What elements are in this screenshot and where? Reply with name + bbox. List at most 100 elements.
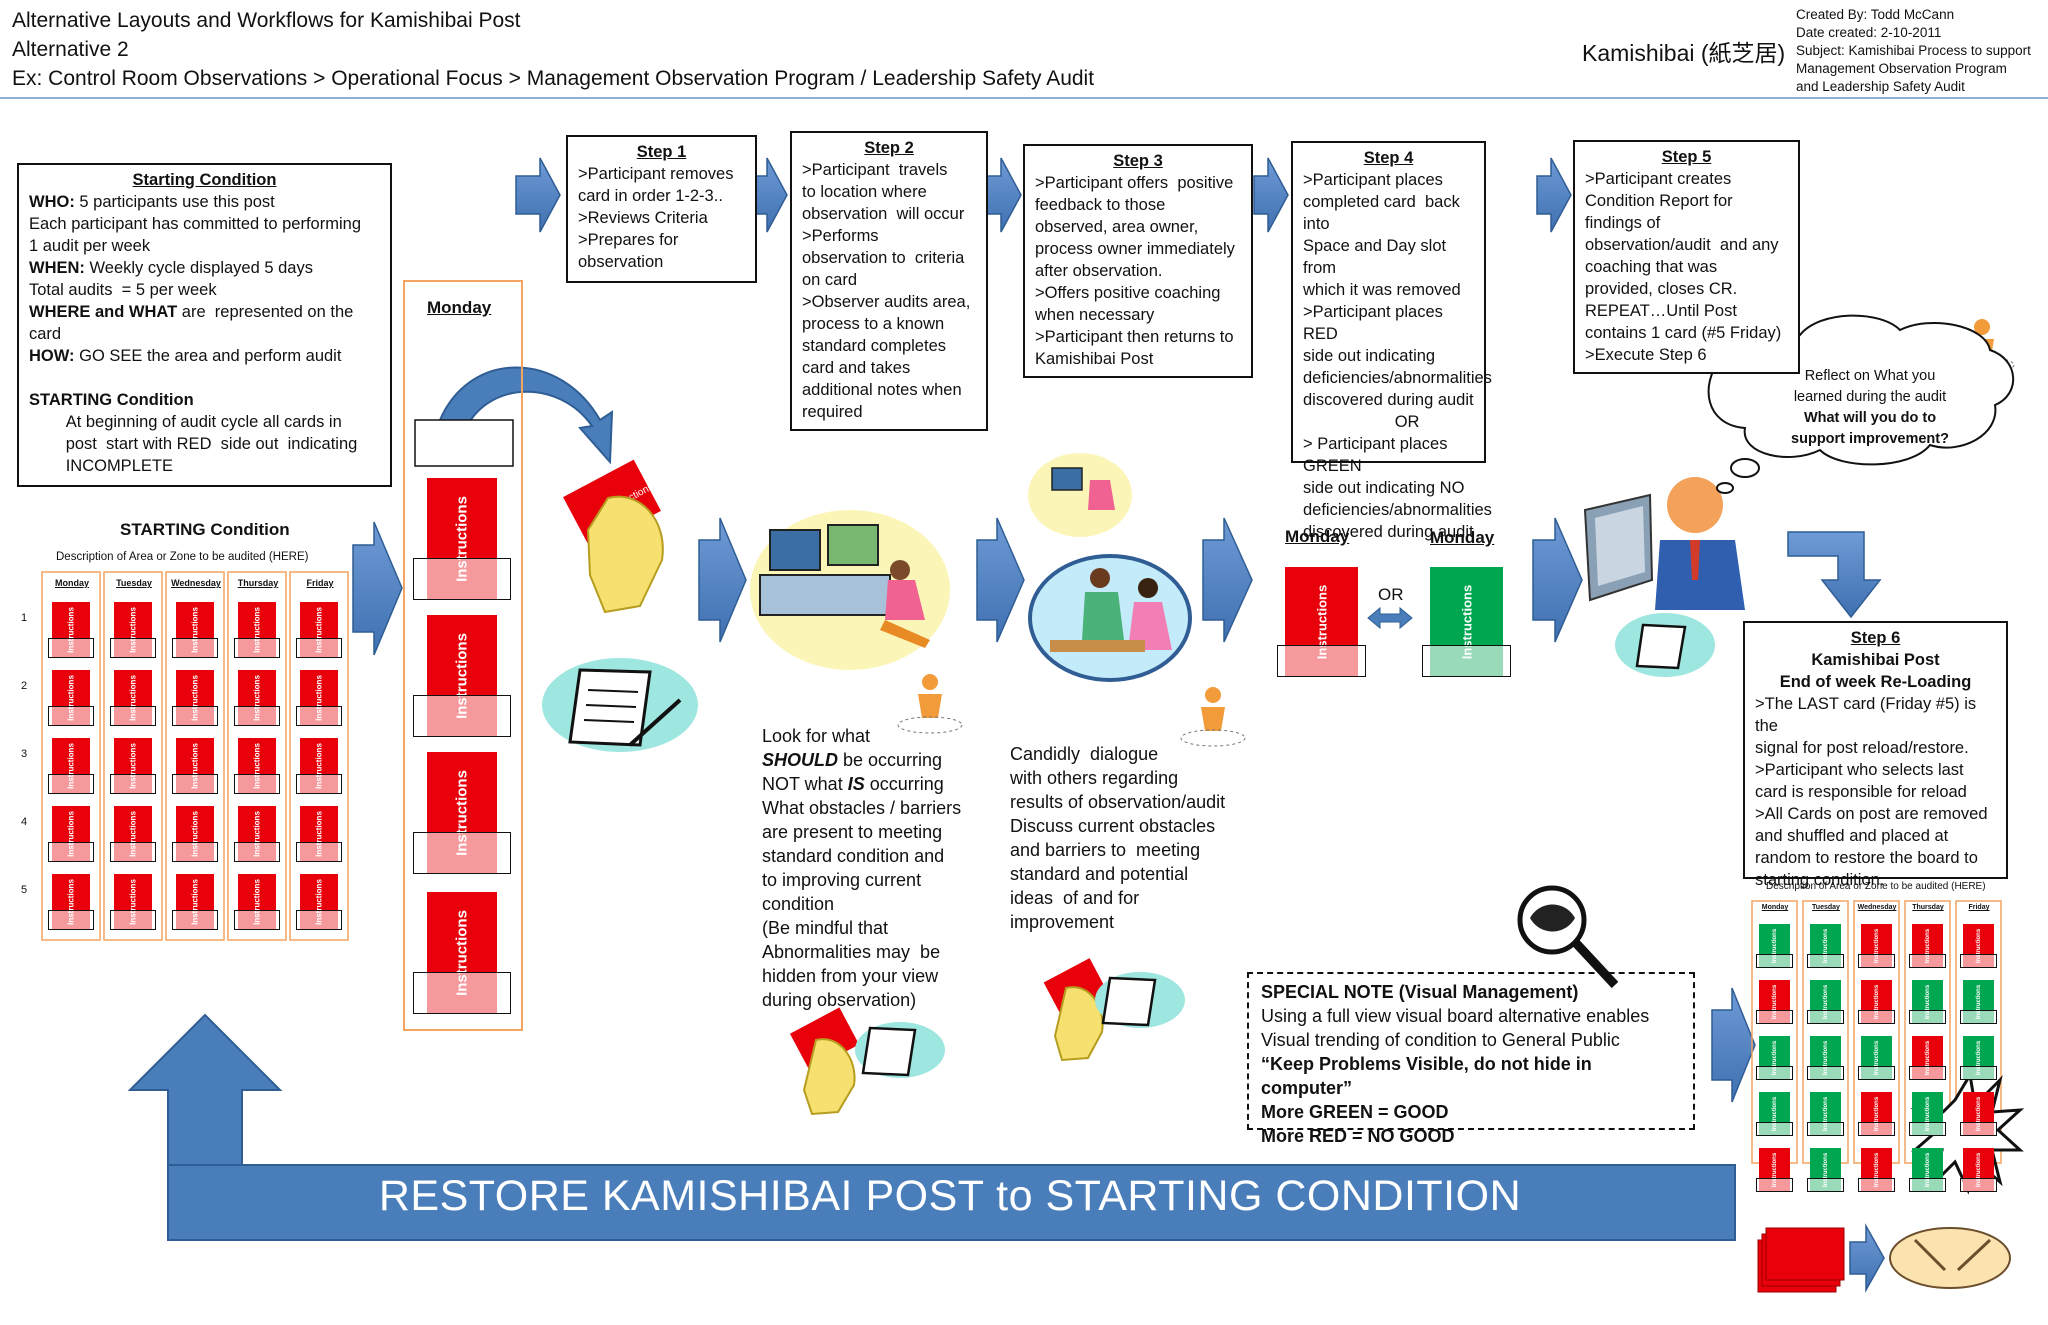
brand-label: Kamishibai (紙芝居) xyxy=(1582,40,1786,66)
look-line: Abnormalities may be xyxy=(762,940,961,964)
card-slot xyxy=(1909,1066,1946,1080)
board-row-label: 3 xyxy=(21,748,28,760)
starting-line-text: 5 participants use this post xyxy=(74,193,275,211)
thought-line-1: Reflect on What you xyxy=(1804,368,1936,384)
monday-column-label: Monday xyxy=(427,298,492,317)
step-line: observed, area owner, xyxy=(1035,218,1199,236)
title-line-1: Alternative Layouts and Workflows for Ka… xyxy=(12,9,521,32)
look-line: Look for what xyxy=(762,724,961,748)
card-slot xyxy=(1858,1066,1895,1080)
look-line: What obstacles / barriers xyxy=(762,796,961,820)
card-slot xyxy=(413,972,511,1014)
card-slot xyxy=(413,695,511,737)
special-note-title: SPECIAL NOTE (Visual Management) xyxy=(1261,982,1579,1002)
step-line: >Participant removes xyxy=(578,165,734,183)
starting-line-text: Total audits = 5 per week xyxy=(29,281,217,299)
step-line: additional notes when xyxy=(802,381,962,399)
board-day-label: Thursday xyxy=(237,578,279,588)
dialogue-line: Candidly dialogue xyxy=(1010,744,1159,764)
look-part: Abnormalities may be xyxy=(762,942,941,962)
card-slot xyxy=(110,842,156,862)
step-line: >Participant places xyxy=(1303,171,1443,189)
flow-arrow-to-observe xyxy=(698,517,747,643)
discussion-clipart xyxy=(1028,554,1192,682)
step6-line: >The LAST card (Friday #5) is the xyxy=(1755,695,1981,735)
special-note-line-1: Using a full view visual board alternati… xyxy=(1261,1006,1650,1026)
card-slot xyxy=(413,832,511,874)
card-slot xyxy=(1960,1178,1997,1192)
card-slot xyxy=(1807,1178,1844,1192)
step-line: >Participant travels xyxy=(802,161,948,179)
step-line: required xyxy=(802,403,863,421)
meta-created-by: Created By: Todd McCann xyxy=(1796,7,1955,22)
document-meta: Created By: Todd McCann Date created: 2-… xyxy=(1796,6,2031,96)
step4-monday-label-1: Monday xyxy=(1285,527,1350,546)
step6-line: >Participant who selects last xyxy=(1755,761,1964,779)
card-slot xyxy=(172,910,218,930)
dialogue-line: standard and potential xyxy=(1010,864,1189,884)
look-part: NOT what xyxy=(762,774,848,794)
step-line: >Participant then returns to xyxy=(1035,328,1234,346)
step6-line: signal for post reload/restore. xyxy=(1755,739,1969,757)
starting-line-text xyxy=(29,369,34,387)
look-line: hidden from your view xyxy=(762,964,961,988)
look-part: SHOULD xyxy=(762,750,838,770)
card-slot xyxy=(296,706,342,726)
flow-arrow-to-step4 xyxy=(1253,157,1289,233)
step6-line: card is responsible for reload xyxy=(1755,783,1967,801)
starting-line: post start with RED side out indicating xyxy=(29,433,380,455)
flow-arrow-to-report xyxy=(1532,517,1583,643)
left-board-frame xyxy=(41,571,349,941)
dialogue-line: with others regarding xyxy=(1010,768,1179,788)
step-line: side out indicating NO xyxy=(1303,479,1465,497)
flow-arrow-to-step2 xyxy=(751,157,788,233)
step-line: > Participant places GREEN xyxy=(1303,435,1453,475)
look-part: be occurring xyxy=(838,750,943,770)
card-slot xyxy=(1277,645,1366,677)
flow-arrow-to-right-board xyxy=(1711,987,1756,1103)
board-day-label: Friday xyxy=(306,578,334,588)
card-slot xyxy=(1909,1122,1946,1136)
step-line: observation xyxy=(578,253,664,271)
thought-line-3: What will you do to xyxy=(1803,410,1937,426)
card-slot xyxy=(172,706,218,726)
step4-or-label: OR xyxy=(1378,585,1404,604)
step-line: provided, closes CR. xyxy=(1585,280,1738,298)
card-slot xyxy=(1756,1122,1793,1136)
card-slot xyxy=(1756,954,1793,968)
step-line: >Observer audits area, xyxy=(802,293,971,311)
left-board-description: Description of Area or Zone to be audite… xyxy=(56,551,309,563)
magnifier-icon xyxy=(1517,885,1619,989)
look-part: Look for what xyxy=(762,726,871,746)
look-part: occurring xyxy=(864,774,944,794)
step-line: REPEAT…Until Post xyxy=(1585,302,1737,320)
board-row-label: 2 xyxy=(21,680,28,692)
step-line: standard completes xyxy=(802,337,946,355)
special-note-line-4: More GREEN = GOOD xyxy=(1261,1102,1449,1122)
starting-line-text: 1 audit per week xyxy=(29,237,151,255)
starting-line-text: post start with RED side out indicating xyxy=(29,435,358,453)
board-day-label: Tuesday xyxy=(116,578,152,588)
look-part: hidden from your view xyxy=(762,966,939,986)
flow-arrow-to-step6 xyxy=(1787,531,1882,619)
step-line: >Participant creates xyxy=(1585,170,1732,188)
look-line: NOT what IS occurring xyxy=(762,772,961,796)
card-slot xyxy=(48,706,94,726)
thought-text: Reflect on What you learned during the a… xyxy=(1760,366,1980,450)
look-line: to improving current xyxy=(762,868,961,892)
card-slot xyxy=(1858,954,1895,968)
card-pile xyxy=(1757,1227,1845,1293)
card-slot xyxy=(296,910,342,930)
thought-line-4: support improvement? xyxy=(1791,431,1949,447)
step-line: card and takes xyxy=(802,359,911,377)
step-6-box: Step 6 Kamishibai Post End of week Re-Lo… xyxy=(1743,621,2008,889)
starting-line-label: WHEN: xyxy=(29,259,85,277)
card-slot xyxy=(1807,1010,1844,1024)
step-line: Kamishibai Post xyxy=(1035,350,1154,368)
board-day-label: Tuesday xyxy=(1812,904,1840,911)
step-line: >Participant places RED xyxy=(1303,303,1448,343)
card-slot xyxy=(234,638,280,658)
